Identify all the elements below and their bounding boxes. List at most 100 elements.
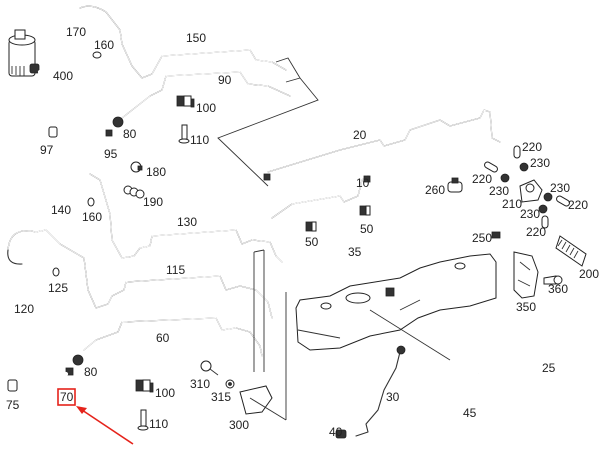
callout-80[interactable]: 80 bbox=[84, 365, 98, 379]
connector-80a bbox=[105, 116, 124, 137]
hose-upper-left bbox=[47, 168, 93, 179]
callout-110[interactable]: 110 bbox=[149, 417, 168, 431]
callout-45[interactable]: 45 bbox=[463, 406, 477, 420]
washer-315 bbox=[225, 379, 235, 389]
callout-110[interactable]: 110 bbox=[190, 133, 209, 147]
hose-35 bbox=[337, 255, 375, 271]
highlight-arrow bbox=[76, 406, 134, 445]
callout-350[interactable]: 350 bbox=[516, 300, 536, 314]
callout-250[interactable]: 250 bbox=[472, 231, 492, 245]
nut-230a bbox=[519, 162, 529, 172]
callout-315[interactable]: 315 bbox=[211, 390, 231, 404]
clip-180 bbox=[130, 161, 143, 173]
callout-400[interactable]: 400 bbox=[53, 69, 73, 83]
bolt-360 bbox=[543, 275, 563, 285]
callout-200[interactable]: 200 bbox=[579, 267, 599, 281]
callout-30[interactable]: 30 bbox=[386, 390, 400, 404]
callout-220[interactable]: 220 bbox=[472, 172, 492, 186]
clip-97 bbox=[48, 126, 58, 138]
hose-220d bbox=[541, 215, 549, 229]
hose-170 bbox=[55, 34, 91, 49]
pipe-115 bbox=[7, 229, 273, 319]
highlight-box-70 bbox=[57, 388, 76, 406]
callout-300[interactable]: 300 bbox=[229, 418, 249, 432]
bolt-310 bbox=[200, 360, 219, 376]
callout-50[interactable]: 50 bbox=[360, 222, 374, 236]
callout-130[interactable]: 130 bbox=[177, 215, 197, 229]
callout-220[interactable]: 220 bbox=[568, 198, 588, 212]
callout-50[interactable]: 50 bbox=[305, 235, 319, 249]
clamp-160b bbox=[87, 197, 95, 207]
fuel-tank bbox=[295, 253, 497, 351]
clip-50b bbox=[359, 205, 371, 216]
callout-230[interactable]: 230 bbox=[489, 184, 509, 198]
hose-220b bbox=[484, 161, 498, 173]
connector-80b bbox=[65, 354, 84, 376]
callout-95[interactable]: 95 bbox=[104, 147, 118, 161]
callout-190[interactable]: 190 bbox=[143, 195, 163, 209]
clamp-125 bbox=[52, 267, 60, 277]
callout-230[interactable]: 230 bbox=[530, 156, 550, 170]
callout-70[interactable]: 70 bbox=[60, 390, 74, 404]
callout-75[interactable]: 75 bbox=[6, 398, 20, 412]
hose-120 bbox=[7, 269, 45, 301]
bolt-110a bbox=[178, 124, 190, 144]
sensor-40 bbox=[335, 429, 347, 439]
callout-40[interactable]: 40 bbox=[329, 425, 343, 439]
callout-150[interactable]: 150 bbox=[186, 31, 206, 45]
callout-230[interactable]: 230 bbox=[550, 181, 570, 195]
callout-100[interactable]: 100 bbox=[196, 101, 216, 115]
callout-360[interactable]: 360 bbox=[548, 282, 568, 296]
hose-400 bbox=[37, 69, 61, 119]
callout-140[interactable]: 140 bbox=[51, 203, 71, 217]
bracket-300 bbox=[239, 385, 287, 421]
leader-tank-25 bbox=[369, 309, 451, 361]
callout-220[interactable]: 220 bbox=[522, 140, 542, 154]
callout-220[interactable]: 220 bbox=[526, 225, 546, 239]
pipe-20-end-fitting bbox=[263, 173, 271, 181]
callout-160[interactable]: 160 bbox=[82, 210, 102, 224]
cable-30 bbox=[355, 345, 406, 437]
u-bend-115 bbox=[7, 249, 23, 265]
callout-100[interactable]: 100 bbox=[155, 386, 175, 400]
pipe-10 bbox=[271, 175, 371, 219]
callout-260[interactable]: 260 bbox=[425, 183, 445, 197]
leader-bracket-vertical bbox=[253, 249, 287, 420]
callout-20[interactable]: 20 bbox=[353, 128, 367, 142]
callout-60[interactable]: 60 bbox=[156, 331, 170, 345]
callout-80[interactable]: 80 bbox=[123, 127, 137, 141]
callout-170[interactable]: 170 bbox=[66, 25, 86, 39]
callout-180[interactable]: 180 bbox=[146, 165, 166, 179]
fuel-filter-part bbox=[8, 29, 40, 77]
clip-250 bbox=[491, 231, 501, 239]
pump-210 bbox=[519, 179, 543, 203]
hose-95 bbox=[59, 131, 111, 150]
hose-220a bbox=[513, 145, 521, 159]
callout-10[interactable]: 10 bbox=[356, 176, 370, 190]
nut-230c bbox=[543, 192, 553, 202]
pipe-60 bbox=[83, 317, 263, 357]
callout-115[interactable]: 115 bbox=[166, 263, 185, 277]
nut-230d bbox=[538, 204, 548, 214]
callout-210[interactable]: 210 bbox=[502, 197, 522, 211]
nut-230b bbox=[500, 173, 510, 183]
pipe-20 bbox=[267, 109, 501, 173]
clip-75 bbox=[7, 379, 18, 392]
leader-bracket-upper bbox=[217, 57, 319, 187]
hose-70 bbox=[19, 371, 69, 393]
pipe-130 bbox=[89, 173, 283, 263]
pipe-150 bbox=[79, 5, 287, 79]
callout-25[interactable]: 25 bbox=[542, 361, 556, 375]
callout-35[interactable]: 35 bbox=[348, 245, 362, 259]
callout-310[interactable]: 310 bbox=[190, 377, 210, 391]
callout-160[interactable]: 160 bbox=[94, 38, 114, 52]
bolt-110b bbox=[137, 409, 149, 431]
clamp-100a bbox=[176, 95, 195, 108]
callout-97[interactable]: 97 bbox=[40, 143, 54, 157]
callout-125[interactable]: 125 bbox=[48, 281, 68, 295]
pipe-90 bbox=[121, 71, 291, 119]
callout-120[interactable]: 120 bbox=[14, 302, 34, 316]
callout-90[interactable]: 90 bbox=[218, 73, 232, 87]
callout-230[interactable]: 230 bbox=[520, 207, 540, 221]
